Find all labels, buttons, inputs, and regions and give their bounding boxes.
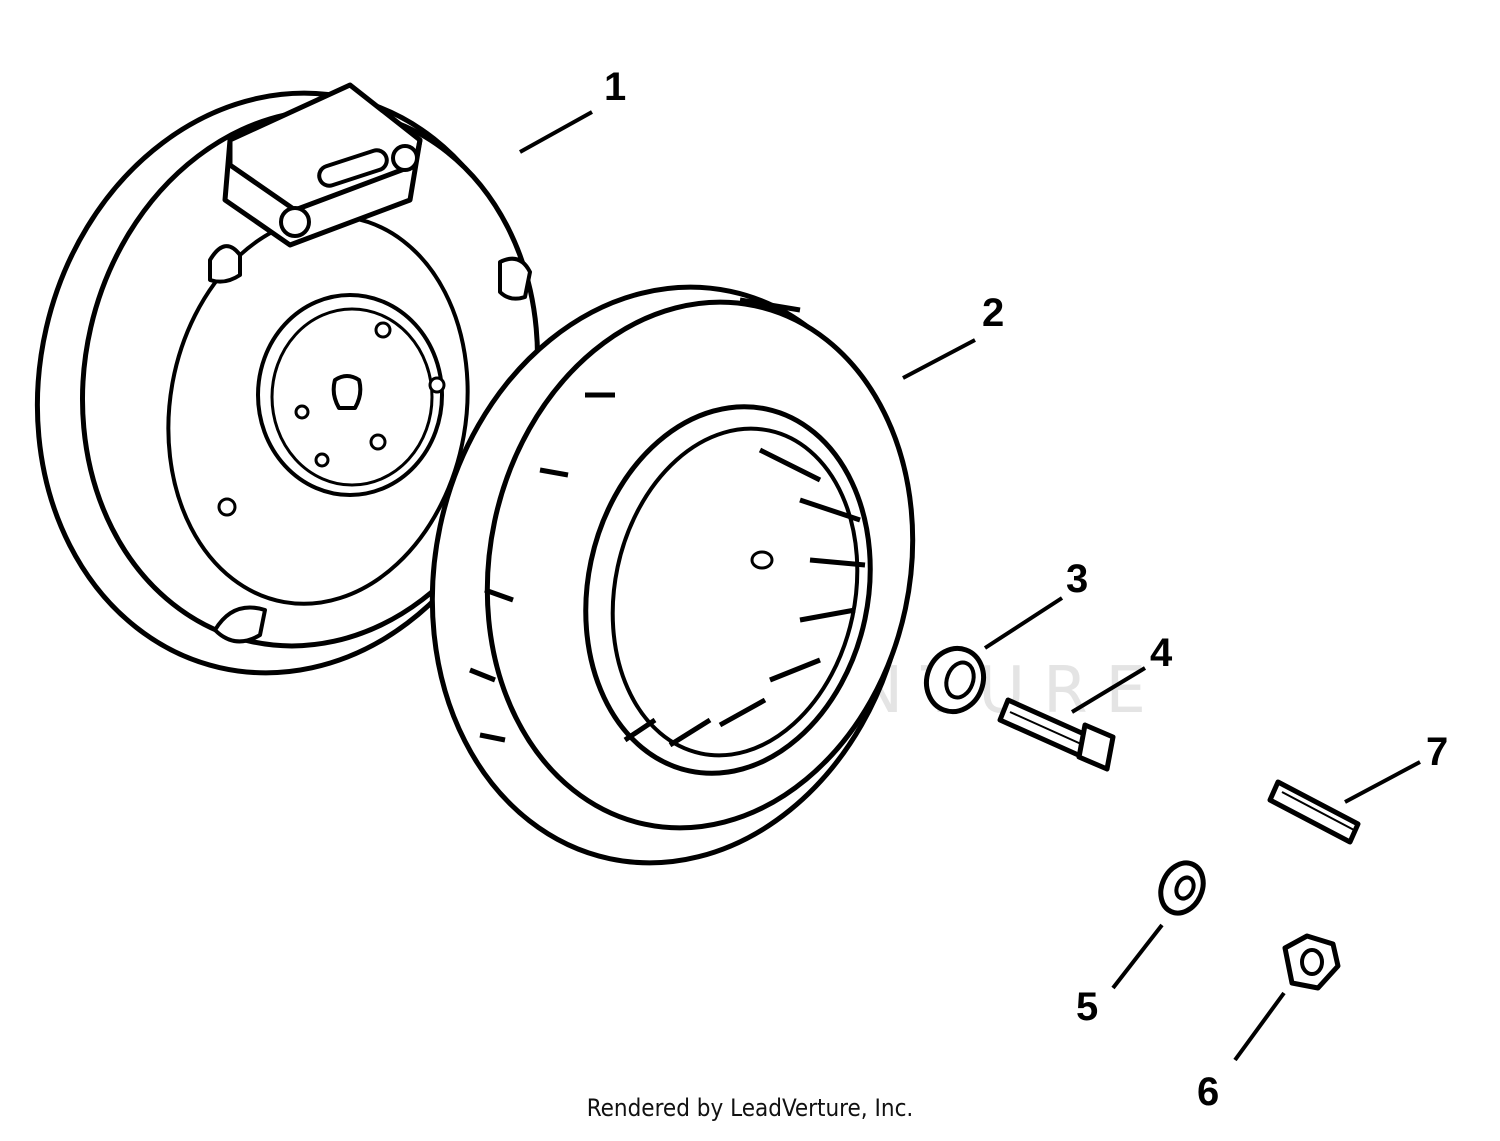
callout-6: 6 [1197,1070,1219,1114]
callout-1: 1 [604,65,626,109]
credit-line: Rendered by LeadVerture, Inc. [586,1094,914,1122]
hex-nut[interactable] [1282,933,1341,991]
fan[interactable] [380,242,961,907]
callout-7: 7 [1426,730,1448,774]
bolt[interactable] [997,697,1116,772]
pin[interactable] [1267,779,1361,845]
callout-5: 5 [1076,985,1098,1029]
lock-washer[interactable] [1153,856,1211,920]
flywheel[interactable] [0,43,590,722]
callout-2: 2 [982,291,1004,335]
washer[interactable] [918,640,993,719]
leader-lines [519,110,1421,1062]
callout-3: 3 [1066,557,1088,601]
callout-4: 4 [1150,631,1173,675]
